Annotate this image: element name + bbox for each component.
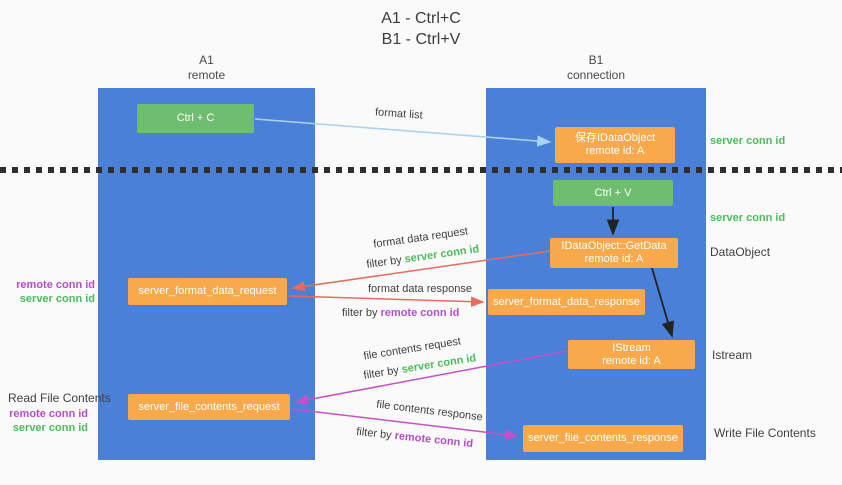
ctrl-v-label: Ctrl + V xyxy=(594,186,632,199)
file-contents-response-arrow-label: file contents response xyxy=(375,398,484,424)
lane-a-name: A1 xyxy=(199,53,214,67)
istream-side-label: Istream xyxy=(712,348,753,362)
title-line-1: A1 - Ctrl+C xyxy=(381,10,461,27)
format-data-response-filter-label: filter by remote conn id xyxy=(342,306,459,320)
server-conn-id-label-1: server conn id xyxy=(19,293,95,305)
dataobject-label: DataObject xyxy=(710,245,771,259)
file-contents-response-filter-label: filter by remote conn id xyxy=(356,425,474,451)
filter-by-prefix: filter by xyxy=(355,425,393,442)
session-divider-dotted-line xyxy=(0,167,842,173)
getdata-line2: remote id: A xyxy=(584,253,644,265)
server-format-data-request-label: server_format_data_request xyxy=(138,285,277,297)
server-file-contents-response-label: server_file_contents_response xyxy=(528,432,678,444)
write-file-contents-label: Write File Contents xyxy=(714,426,816,440)
filter-remote-conn-id: remote conn id xyxy=(394,429,474,451)
ctrl-c-label: Ctrl + C xyxy=(176,112,215,124)
lane-b-subtitle: connection xyxy=(566,68,626,82)
server-file-contents-request-box: server_file_contents_request xyxy=(128,394,290,420)
server-format-data-response-box: server_format_data_response xyxy=(488,289,645,315)
remote-conn-id-label-1: remote conn id xyxy=(16,279,95,291)
server-conn-id-top-label: server conn id xyxy=(710,135,786,147)
filter-by-prefix: filter by xyxy=(342,307,378,319)
istream-box: IStream remote id: A xyxy=(568,340,695,369)
server-file-contents-request-label: server_file_contents_request xyxy=(138,400,280,413)
ctrl-c-box: Ctrl + C xyxy=(137,104,254,133)
format-data-response-arrow xyxy=(288,295,485,307)
server-conn-id-label-2: server conn id xyxy=(12,422,88,434)
read-file-contents-label: Read File Contents xyxy=(8,391,111,405)
format-data-response-arrow-label: format data response xyxy=(368,283,472,295)
server-format-data-request-box: server_format_data_request xyxy=(128,278,287,305)
filter-by-prefix: filter by xyxy=(362,364,400,382)
server-format-data-response-label: server_format_data_response xyxy=(493,295,640,308)
lane-a-header: A1 remote xyxy=(98,53,315,83)
filter-by-prefix: filter by xyxy=(365,254,403,271)
lane-b-header: B1 connection xyxy=(486,53,706,83)
left-conn-id-group-1: remote conn id server conn id xyxy=(0,278,95,306)
server-conn-id-mid-label: server conn id xyxy=(710,212,786,224)
server-file-contents-response-box: server_file_contents_response xyxy=(523,425,683,452)
save-idataobject-line2: remote id: A xyxy=(585,145,645,157)
format-list-arrow-label: format list xyxy=(374,106,424,122)
left-conn-id-group-2: remote conn id server conn id xyxy=(0,407,88,435)
lane-b-name: B1 xyxy=(588,53,604,67)
filter-server-conn-id: server conn id xyxy=(400,352,477,376)
idataobject-getdata-box: IDataObject::GetData remote id: A xyxy=(550,238,678,268)
getdata-line1: IDataObject::GetData xyxy=(561,240,667,252)
lane-a-subtitle: remote xyxy=(187,68,226,82)
remote-conn-id-label-2: remote conn id xyxy=(9,408,88,420)
diagram-title: A1 - Ctrl+C B1 - Ctrl+V xyxy=(0,8,842,50)
istream-line2: remote id: A xyxy=(602,354,661,367)
istream-line1: IStream xyxy=(612,341,651,354)
filter-server-conn-id: server conn id xyxy=(403,243,481,266)
ctrl-v-box: Ctrl + V xyxy=(553,180,673,206)
title-line-2: B1 - Ctrl+V xyxy=(381,31,461,48)
filter-remote-conn-id: remote conn id xyxy=(380,307,460,319)
save-idataobject-box: 保存IDataObject remote id: A xyxy=(555,127,675,163)
save-idataobject-line1: 保存IDataObject xyxy=(574,132,656,144)
